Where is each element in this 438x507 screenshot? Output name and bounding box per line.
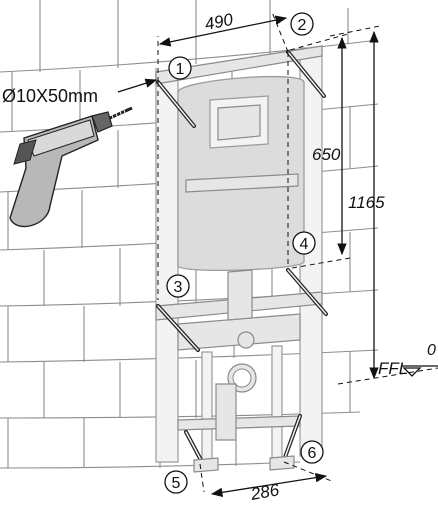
svg-text:5: 5 <box>172 475 181 492</box>
svg-text:4: 4 <box>300 236 309 253</box>
dimension-650: 650 <box>312 145 341 164</box>
callout-5: 5 <box>164 470 188 494</box>
callout-6: 6 <box>300 440 324 464</box>
callout-4: 4 <box>292 231 316 255</box>
floor-level-value: 0 <box>427 342 436 359</box>
anchor-bolts <box>156 50 328 464</box>
dimension-lines <box>117 11 438 497</box>
cistern <box>177 75 305 441</box>
svg-text:1: 1 <box>176 61 185 78</box>
floor-level-label: FFL <box>378 359 408 378</box>
svg-text:2: 2 <box>298 17 307 34</box>
svg-text:6: 6 <box>308 445 317 462</box>
callout-3: 3 <box>166 274 190 298</box>
drill-icon <box>9 106 133 228</box>
frame-feet <box>193 455 295 473</box>
dimension-286: 286 <box>248 480 281 504</box>
callouts: 1 2 3 4 5 6 <box>164 12 324 494</box>
callout-1: 1 <box>168 56 192 80</box>
svg-text:3: 3 <box>174 279 183 296</box>
dimension-1165: 1165 <box>348 193 385 212</box>
dimension-490: 490 <box>203 10 235 34</box>
callout-2: 2 <box>290 12 314 36</box>
drill-spec-label: Ø10X50mm <box>2 86 98 106</box>
